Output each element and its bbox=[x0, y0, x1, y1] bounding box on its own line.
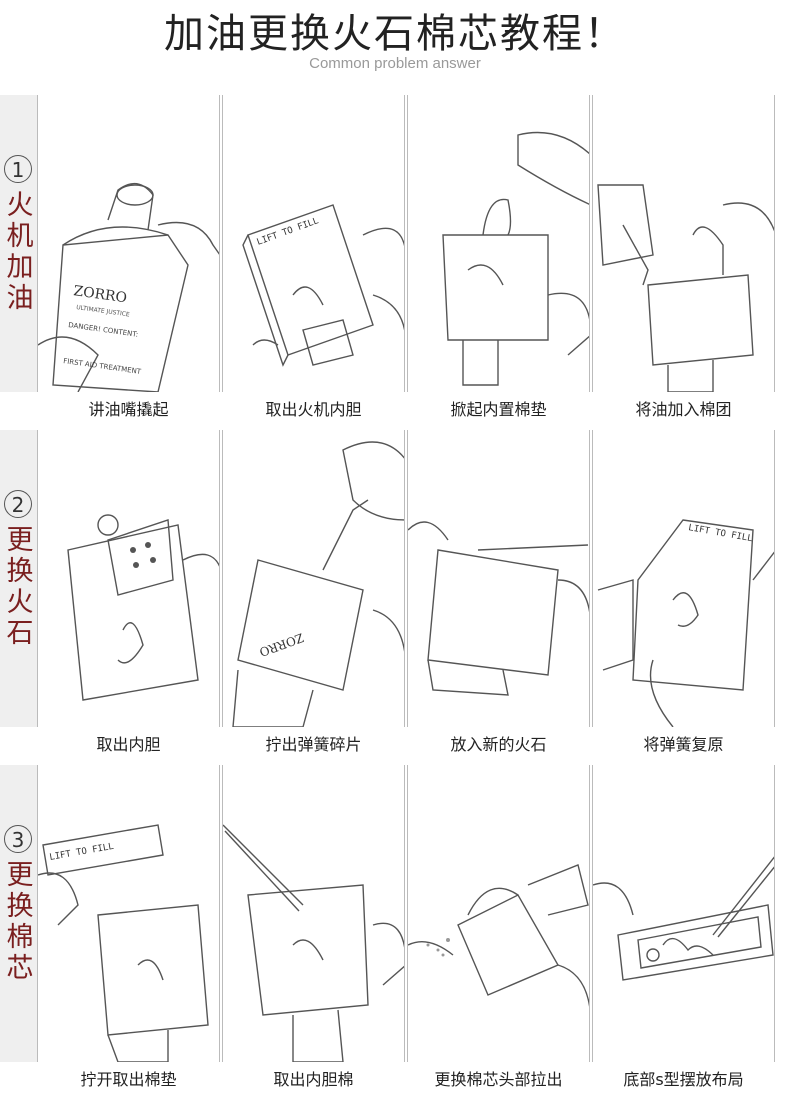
can-brand-text: ZORRO bbox=[72, 283, 127, 306]
lift-text: LIFT TO FILL bbox=[49, 842, 115, 863]
section-flint: 2 更换火石 bbox=[0, 430, 790, 765]
step-number: 3 bbox=[4, 825, 32, 853]
panel-pull-wick bbox=[407, 765, 590, 1062]
section-sidebar: 3 更换棉芯 bbox=[0, 765, 37, 1062]
caption: 取出内胆棉 bbox=[222, 1070, 405, 1090]
section-sidebar: 1 火机加油 bbox=[0, 95, 37, 392]
panel-unscrew-spring: ZORRO bbox=[222, 430, 405, 727]
caption: 底部s型摆放布局 bbox=[592, 1070, 775, 1090]
panel-insert-flint bbox=[407, 430, 590, 727]
step-label: 火机加油 bbox=[5, 190, 35, 314]
caption: 取出火机内胆 bbox=[222, 400, 405, 420]
caption: 掀起内置棉垫 bbox=[407, 400, 590, 420]
lift-text: LIFT TO FILL bbox=[687, 523, 753, 544]
step-number: 1 bbox=[4, 155, 32, 183]
panel-remove-insert-2 bbox=[37, 430, 220, 727]
panel-s-layout bbox=[592, 765, 775, 1062]
panel-unscrew-pad: LIFT TO FILL bbox=[37, 765, 220, 1062]
section-refuel: 1 火机加油 ZORRO ULTIMATE JUSTICE DANGER! CO… bbox=[0, 95, 790, 430]
page-title: 加油更换火石棉芯教程！ bbox=[0, 10, 790, 58]
can-warning-text: DANGER! CONTENT: bbox=[68, 321, 139, 339]
caption: 将油加入棉团 bbox=[592, 400, 775, 420]
panel-lift-cotton bbox=[407, 95, 590, 392]
step-number: 2 bbox=[4, 490, 32, 518]
panel-restore-spring: LIFT TO FILL bbox=[592, 430, 775, 727]
section-wick: 3 更换棉芯 LIFT TO FILL bbox=[0, 765, 790, 1114]
panel-remove-cotton bbox=[222, 765, 405, 1062]
panel-open-spout: ZORRO ULTIMATE JUSTICE DANGER! CONTENT: … bbox=[37, 95, 220, 392]
caption: 更换棉芯头部拉出 bbox=[407, 1070, 590, 1090]
step-label: 更换火石 bbox=[5, 525, 35, 649]
section-sidebar: 2 更换火石 bbox=[0, 430, 37, 727]
panel-add-fuel bbox=[592, 95, 775, 392]
brand-text: ZORRO bbox=[257, 630, 305, 659]
caption: 放入新的火石 bbox=[407, 735, 590, 755]
caption: 拧开取出棉垫 bbox=[37, 1070, 220, 1090]
step-label: 更换棉芯 bbox=[5, 860, 35, 984]
page-subtitle: Common problem answer bbox=[0, 54, 790, 74]
caption: 拧出弹簧碎片 bbox=[222, 735, 405, 755]
caption: 讲油嘴撬起 bbox=[37, 400, 220, 420]
caption: 将弹簧复原 bbox=[592, 735, 775, 755]
caption: 取出内胆 bbox=[37, 735, 220, 755]
panel-remove-insert: LIFT TO FILL bbox=[222, 95, 405, 392]
can-aid-text: FIRST AID TREATMENT bbox=[63, 357, 142, 376]
can-sub-text: ULTIMATE JUSTICE bbox=[76, 304, 131, 318]
